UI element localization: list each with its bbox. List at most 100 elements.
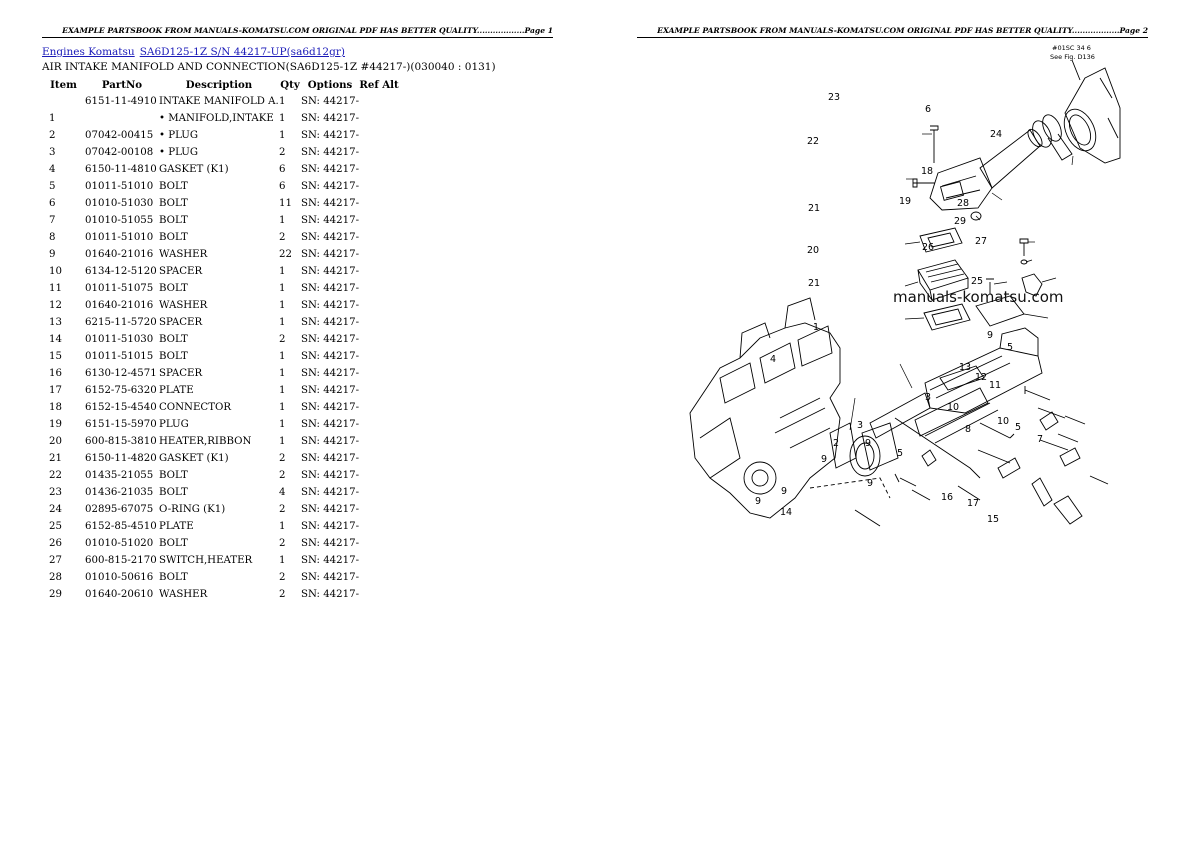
- cell-refalt: [359, 280, 399, 297]
- plug-part: [970, 211, 982, 221]
- callout-number: 9: [821, 454, 827, 465]
- cell-qty: 2: [279, 503, 286, 515]
- cell-item: 6: [49, 197, 56, 209]
- callout-number: 2: [833, 438, 839, 449]
- cell-item: 4: [49, 163, 56, 175]
- cell-options: SN: 44217-: [301, 163, 360, 175]
- diagram-note-1: #01SC 34 6: [1052, 44, 1091, 52]
- cell-refalt: [359, 416, 399, 433]
- callout-number: 27: [975, 236, 987, 247]
- cell-description: BOLT: [159, 333, 188, 345]
- cell-options: SN: 44217-: [301, 384, 360, 396]
- callout-number: 1: [813, 322, 819, 333]
- cell-options: SN: 44217-: [301, 265, 360, 277]
- callout-number: 13: [959, 362, 971, 373]
- cell-item: 13: [49, 316, 62, 328]
- breadcrumb-link-model[interactable]: SA6D125-1Z S/N 44217-UP(sa6d12gr): [139, 46, 345, 58]
- callout-numbers: 2322246181921202128292726251495131211108…: [755, 92, 1043, 525]
- cell-partno: 01011-51010: [85, 231, 154, 243]
- callout-number: 9: [865, 438, 871, 449]
- cell-description: PLUG: [159, 418, 189, 430]
- gasket-part: [919, 227, 963, 253]
- callout-number: 9: [867, 478, 873, 489]
- cell-qty: 1: [279, 129, 286, 141]
- cell-qty: 6: [279, 163, 286, 175]
- callout-number: 26: [922, 242, 934, 253]
- cell-options: SN: 44217-: [301, 180, 360, 192]
- cell-options: SN: 44217-: [301, 316, 360, 328]
- cell-qty: 1: [279, 401, 286, 413]
- cell-options: SN: 44217-: [301, 197, 360, 209]
- cell-refalt: [359, 246, 399, 263]
- callout-number: 6: [925, 104, 931, 115]
- cell-options: SN: 44217-: [301, 588, 360, 600]
- cell-qty: 2: [279, 537, 286, 549]
- cell-qty: 2: [279, 333, 286, 345]
- callout-number: 20: [807, 245, 819, 256]
- bolt-part: [1037, 407, 1066, 419]
- cell-options: SN: 44217-: [301, 520, 360, 532]
- leader-line: [1071, 59, 1081, 81]
- spacer-part: [1031, 477, 1053, 507]
- cell-options: SN: 44217-: [301, 112, 360, 124]
- cell-options: SN: 44217-: [301, 214, 360, 226]
- cell-partno: 6134-12-5120: [85, 265, 157, 277]
- cell-refalt: [359, 586, 399, 603]
- cell-qty: 2: [279, 231, 286, 243]
- watermark-text: manuals-komatsu.com: [893, 288, 1064, 306]
- col-qty: Qty: [280, 78, 300, 91]
- plug-part: [921, 449, 937, 467]
- callout-number: 7: [1037, 434, 1043, 445]
- page-header: EXAMPLE PARTSBOOK FROM MANUALS-KOMATSU.C…: [637, 26, 1148, 38]
- parts-table: Item PartNo Description Qty Options Ref …: [42, 76, 399, 603]
- cell-description: SWITCH,HEATER: [159, 554, 253, 566]
- bolt-part: [1089, 475, 1109, 485]
- cell-partno: 01640-21016: [85, 299, 154, 311]
- callout-number: 9: [781, 486, 787, 497]
- cell-qty: 22: [279, 248, 292, 260]
- cell-partno: 01011-51015: [85, 350, 154, 362]
- cell-partno: 01011-51030: [85, 333, 154, 345]
- cell-partno: 600-815-3810: [85, 435, 157, 447]
- cell-refalt: [359, 144, 399, 161]
- cell-options: SN: 44217-: [301, 469, 360, 481]
- cell-description: BOLT: [159, 486, 188, 498]
- cell-description: PLATE: [159, 520, 194, 532]
- cell-item: 29: [49, 588, 62, 600]
- cell-qty: 1: [279, 418, 286, 430]
- cell-item: 15: [49, 350, 62, 362]
- bolt-part: [1064, 415, 1086, 425]
- callout-number: 8: [965, 424, 971, 435]
- breadcrumb-link-engines[interactable]: Engines Komatsu: [42, 46, 135, 58]
- cell-partno: 01436-21035: [85, 486, 154, 498]
- bolt-part: [957, 485, 981, 501]
- cell-item: 21: [49, 452, 62, 464]
- cell-options: SN: 44217-: [301, 435, 360, 447]
- cell-item: 27: [49, 554, 62, 566]
- cell-description: BOLT: [159, 231, 188, 243]
- cell-partno: 01640-21016: [85, 248, 154, 260]
- callout-number: 15: [987, 514, 999, 525]
- cell-item: 18: [49, 401, 62, 413]
- cell-item: 3: [49, 146, 56, 158]
- bolt-part: [1024, 386, 1051, 401]
- callout-leaders: [849, 133, 1074, 431]
- cell-item: 20: [49, 435, 62, 447]
- cell-partno: 01011-51010: [85, 180, 154, 192]
- cell-options: SN: 44217-: [301, 282, 360, 294]
- cell-description: O-RING (K1): [159, 503, 226, 515]
